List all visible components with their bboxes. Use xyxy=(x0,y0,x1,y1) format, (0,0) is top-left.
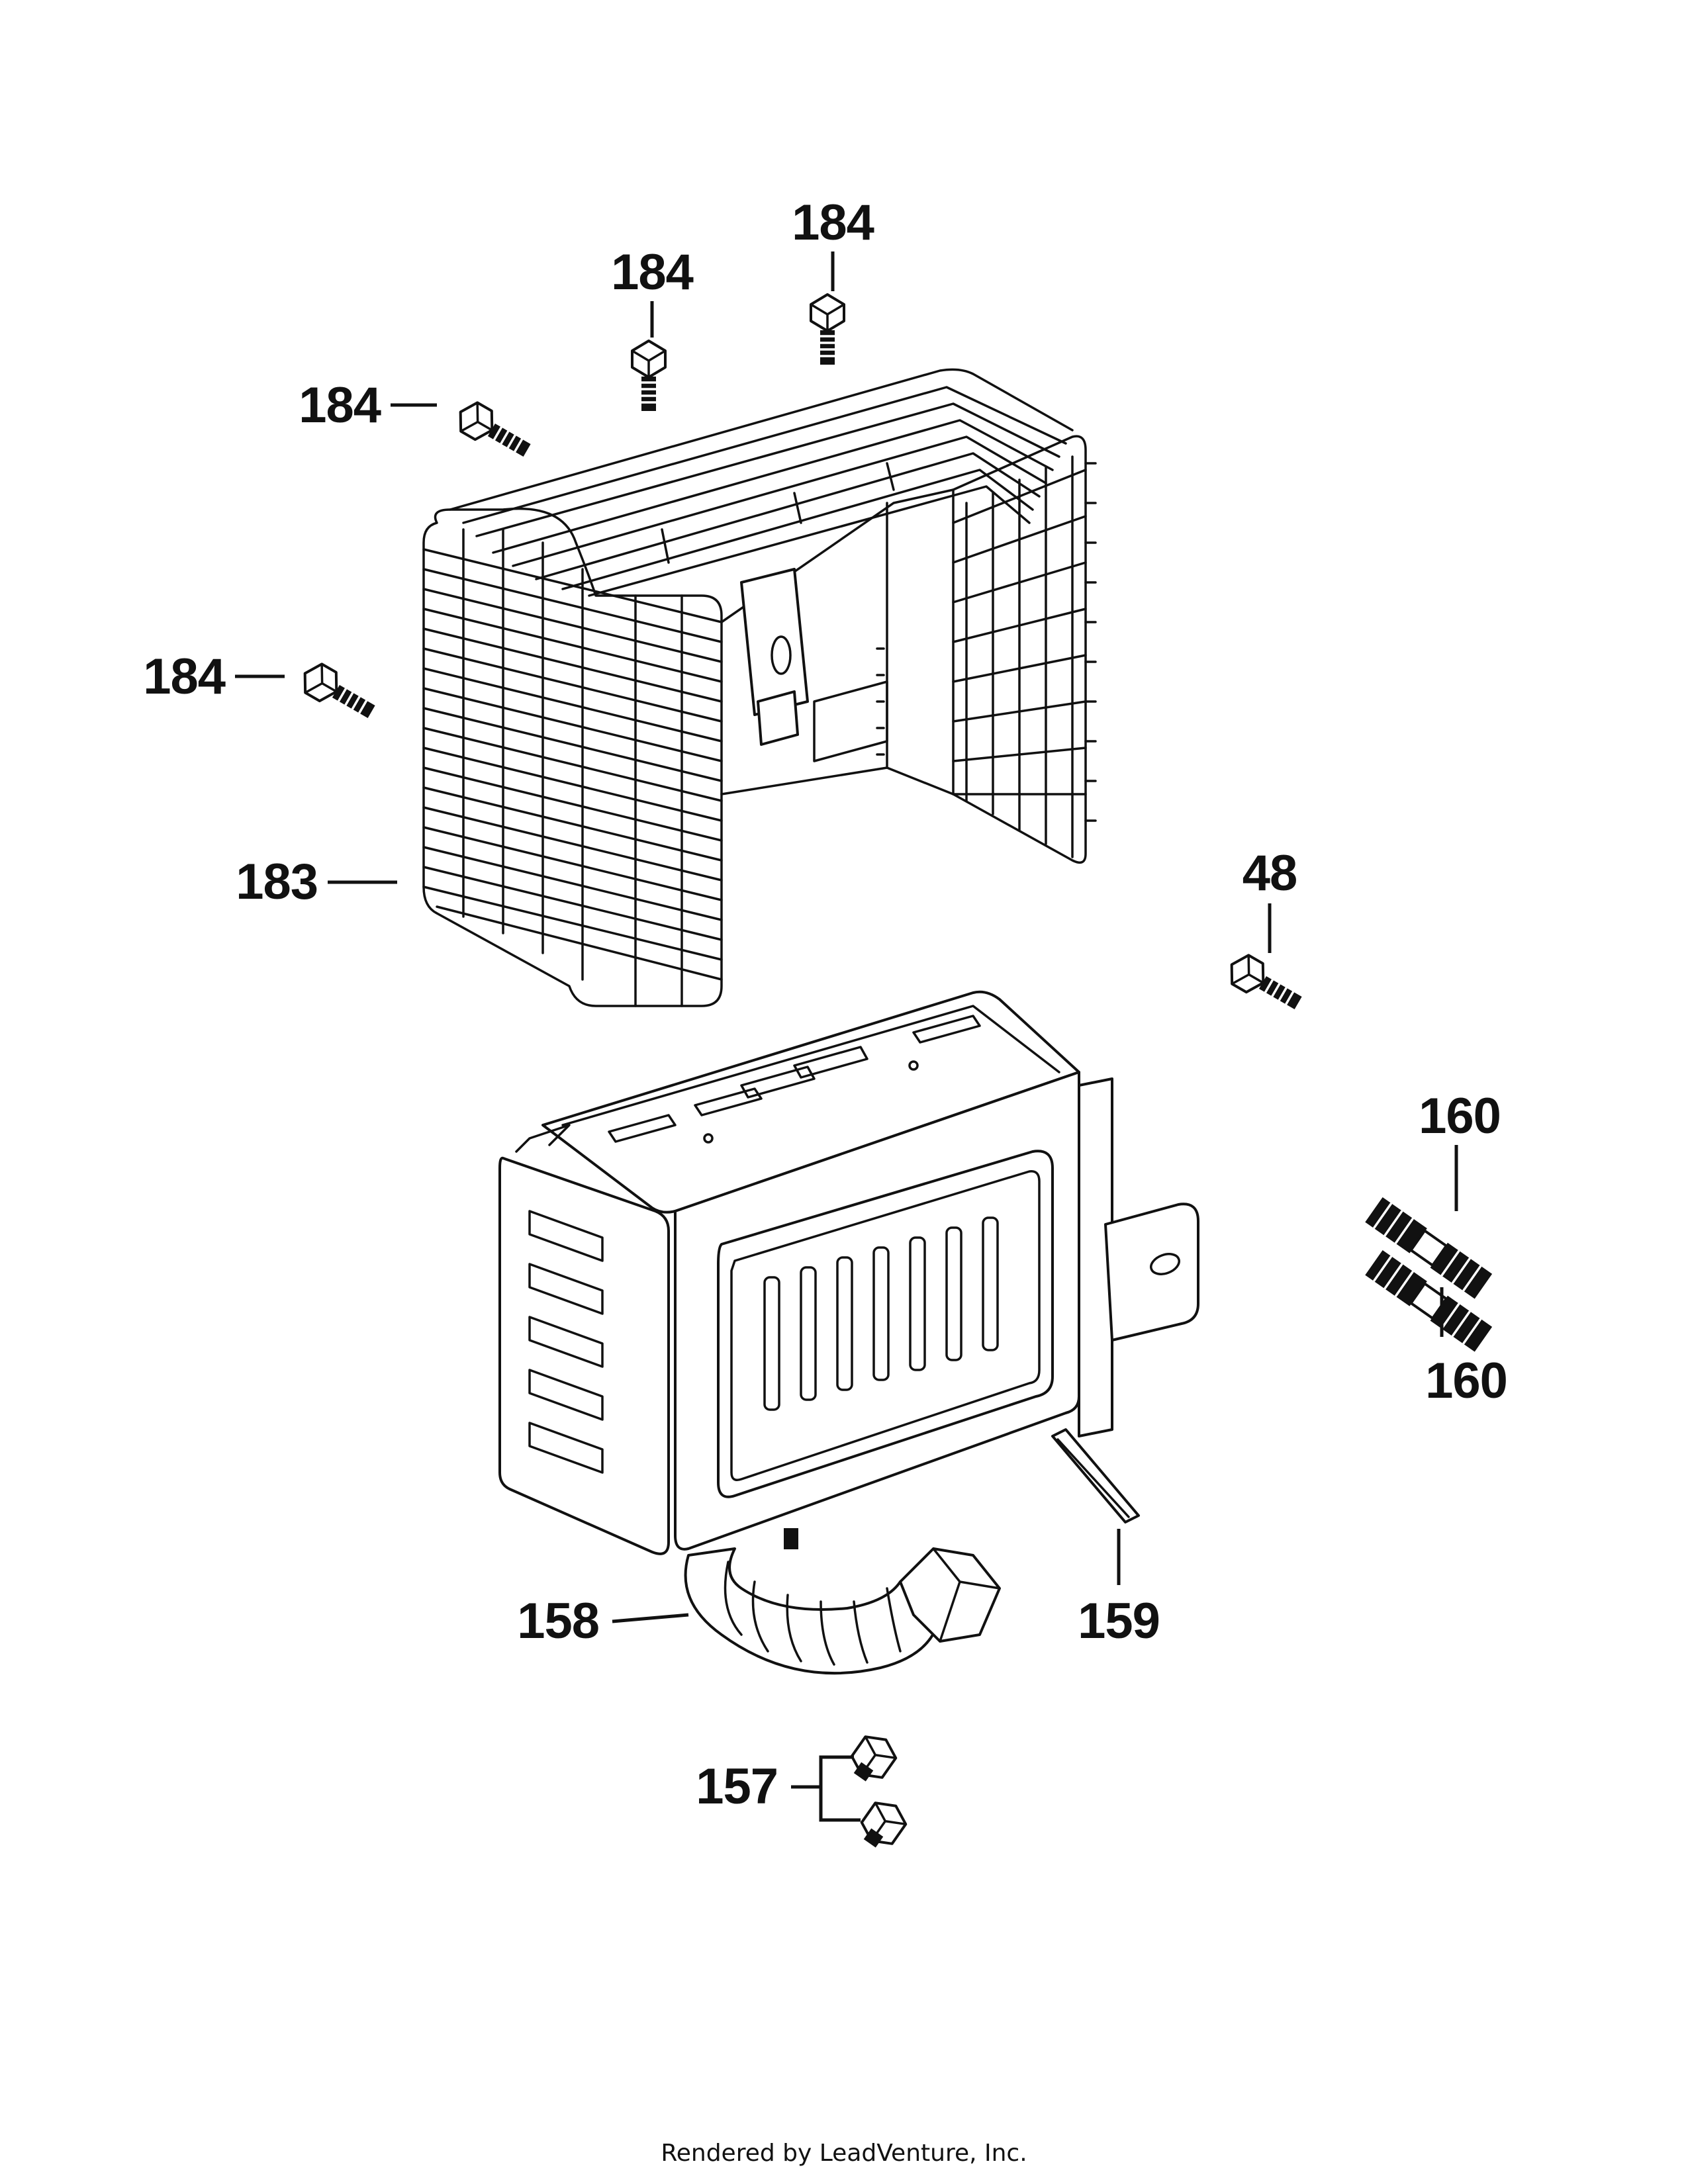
muffler-vent-slots xyxy=(763,1216,999,1411)
callout-184-left: 184 xyxy=(299,377,381,433)
muffler-mount-bracket xyxy=(1078,1077,1113,1437)
guard-top-wires xyxy=(449,368,1074,597)
muffler-top-slots xyxy=(608,1015,981,1144)
muffler-assembly xyxy=(498,990,1199,1675)
callout-184-side: 184 xyxy=(143,649,226,705)
guard-inner-frame xyxy=(720,488,955,796)
guard-front-wires xyxy=(422,507,723,1007)
callout-labels: 184 184 184 184 183 48 160 160 158 159 1… xyxy=(143,195,1508,1815)
bolt-184-mid xyxy=(631,340,667,411)
muffler-side-slots xyxy=(528,1210,604,1474)
bolt-48 xyxy=(1230,954,1302,1010)
callout-184-top: 184 xyxy=(792,195,874,251)
stud-160-upper xyxy=(1365,1197,1493,1299)
callout-48: 48 xyxy=(1243,845,1297,901)
leader-lines xyxy=(235,251,1458,1822)
callout-184-mid: 184 xyxy=(611,244,694,300)
nut-157-lower xyxy=(860,1801,908,1848)
exhaust-pipe xyxy=(684,1528,1001,1675)
guard-side-panel xyxy=(952,435,1097,864)
gasket xyxy=(1051,1428,1140,1524)
callout-157: 157 xyxy=(696,1758,778,1815)
exhaust-nut xyxy=(899,1547,1001,1643)
heat-shield-guard xyxy=(422,368,1097,1007)
callout-183: 183 xyxy=(236,854,318,910)
bolt-184-top xyxy=(810,293,845,365)
muffler-side-shield xyxy=(498,1156,670,1555)
footer-credit: Rendered by LeadVenture, Inc. xyxy=(661,2140,1027,2167)
callout-160-top: 160 xyxy=(1419,1088,1501,1144)
bolt-184-left xyxy=(459,401,531,457)
muffler-vent-panel xyxy=(717,1150,1054,1498)
bolt-184-side xyxy=(303,662,375,719)
callout-158: 158 xyxy=(517,1593,599,1649)
callout-160-bottom: 160 xyxy=(1425,1353,1507,1409)
stud-160-lower xyxy=(1365,1250,1493,1352)
callout-159: 159 xyxy=(1078,1593,1160,1649)
